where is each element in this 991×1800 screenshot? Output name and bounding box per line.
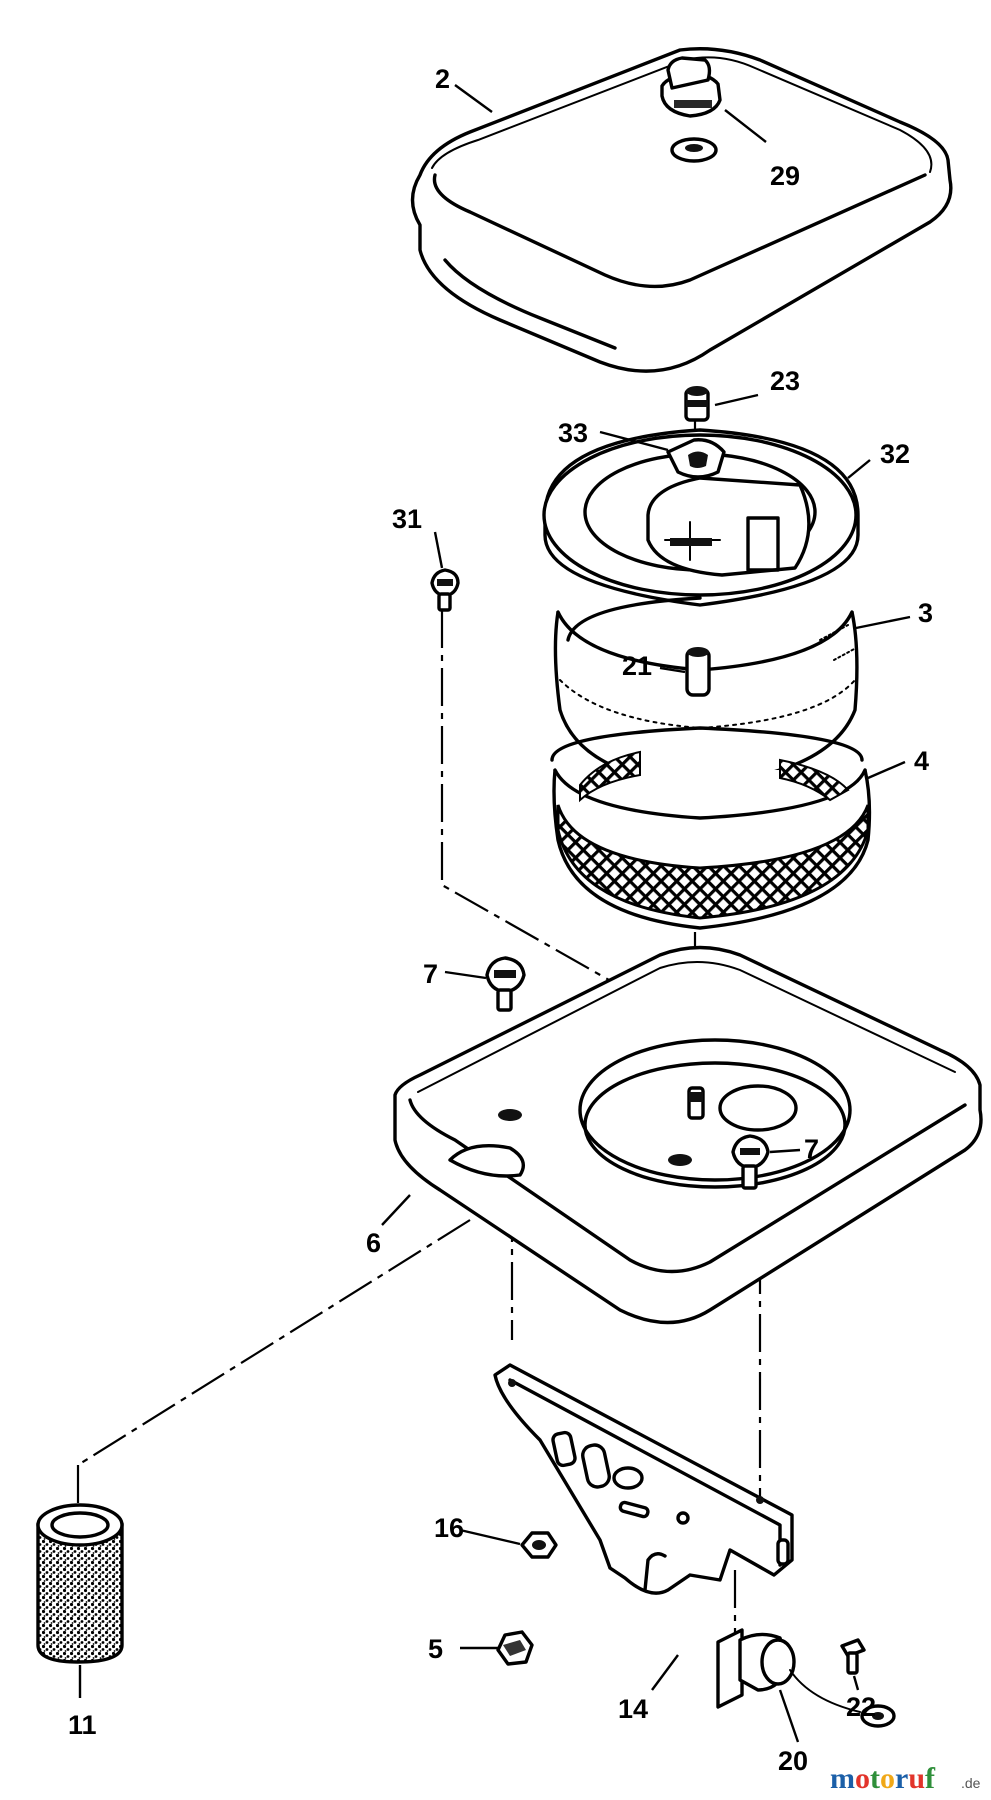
foam-sleeve [36, 1503, 124, 1664]
screw-icon [430, 568, 460, 612]
callout-4: 4 [914, 746, 929, 776]
callout-numbers: 2 29 23 33 32 31 3 21 4 7 7 6 16 14 5 11… [68, 64, 933, 1776]
callout-16: 16 [434, 1513, 464, 1543]
spacer-icon [685, 647, 711, 697]
nut-icon [496, 1630, 534, 1666]
callout-31: 31 [392, 504, 422, 534]
watermark-suffix: .de [961, 1775, 981, 1791]
air-cleaner-base [393, 945, 983, 1325]
callout-21: 21 [622, 651, 652, 681]
screw-icon [731, 1134, 770, 1190]
filter-cartridge [550, 726, 872, 930]
callout-3: 3 [918, 598, 933, 628]
mounting-bracket [493, 1363, 794, 1595]
callout-22: 22 [846, 1692, 876, 1722]
callout-20: 20 [778, 1746, 808, 1776]
wing-nut-icon [660, 56, 722, 163]
callout-7-upper: 7 [423, 959, 438, 989]
wing-nut-icon [666, 438, 726, 479]
choke-clip-assembly [716, 1628, 896, 1728]
spacer-icon [684, 386, 710, 422]
filter-cover-plate [542, 428, 860, 607]
callout-5: 5 [428, 1634, 443, 1664]
callout-33: 33 [558, 418, 588, 448]
callout-11: 11 [68, 1710, 97, 1740]
motoruf-watermark: motoruf .de [830, 1762, 981, 1795]
callout-6: 6 [366, 1228, 381, 1258]
callout-7-lower: 7 [804, 1134, 819, 1164]
callout-14: 14 [618, 1694, 648, 1724]
watermark-logo: motoruf [830, 1762, 936, 1795]
callout-29: 29 [770, 161, 800, 191]
callout-32: 32 [880, 439, 910, 469]
callout-23: 23 [770, 366, 800, 396]
callout-2: 2 [435, 64, 450, 94]
nut-icon [520, 1531, 558, 1559]
leader-lines [78, 84, 911, 1743]
air-cleaner-cover [410, 47, 953, 373]
screw-icon [485, 956, 526, 1012]
